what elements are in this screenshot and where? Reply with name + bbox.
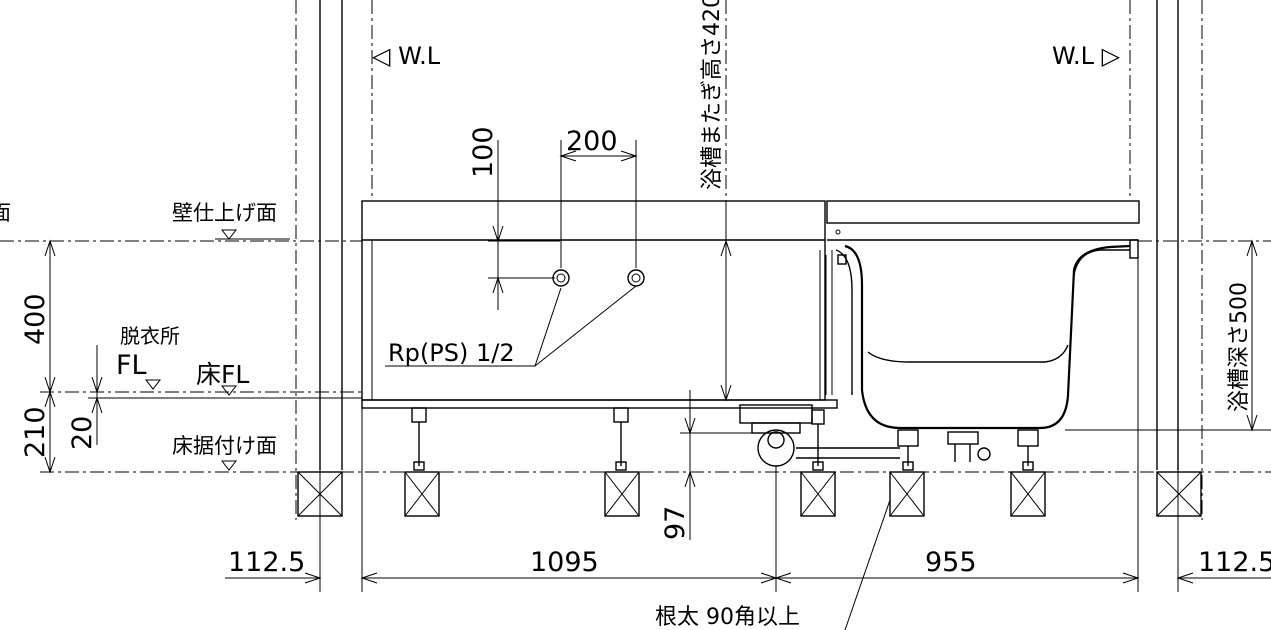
dim-955: 955 (925, 547, 977, 578)
bathtub-apron (361, 200, 838, 409)
joist-box (404, 471, 440, 517)
rp-label: Rp(PS) 1/2 (388, 339, 515, 367)
joist-box (604, 471, 640, 517)
fl-label: FL (116, 350, 147, 381)
joist-label: 根太 90角以上 (655, 605, 800, 630)
dim-210: 210 (20, 406, 51, 458)
bathtub-basin (835, 229, 1131, 430)
dim-100: 100 (468, 126, 499, 178)
floor-install-label: 床据付け面 (172, 434, 277, 458)
wall-finish-label: 壁仕上げ面 (172, 201, 277, 225)
dim-400: 400 (20, 293, 51, 345)
joist-box (1010, 471, 1046, 517)
floor-joists (297, 471, 1202, 517)
datsui-label: 脱衣所 (120, 324, 180, 348)
joist-box (1156, 471, 1202, 517)
tub-depth-label: 浴槽深さ500 (1227, 282, 1252, 412)
support-legs (411, 407, 1039, 471)
reference-lines (0, 240, 1271, 473)
dimension-lines (44, 140, 1271, 630)
dim-97: 97 (660, 506, 691, 540)
dim-1095: 1095 (530, 547, 599, 578)
wl-right-label: W.L ▷ (1052, 42, 1121, 70)
wall-lines (295, 0, 1203, 520)
joist-box (800, 471, 836, 517)
wl-left-label: ◁ W.L (372, 42, 441, 70)
faucet-fittings (552, 269, 645, 287)
floor-fl-label: 床FL (196, 360, 249, 389)
dim-112-right: 112.5 (1198, 547, 1271, 578)
bathtub-rim (826, 200, 1140, 276)
tub-height-label: 浴槽またぎ高さ420 (700, 0, 725, 190)
men-label: 面 (0, 201, 11, 225)
dim-112-left: 112.5 (228, 547, 305, 578)
dim-200: 200 (566, 126, 618, 157)
drain-trap (739, 404, 991, 467)
dim-20: 20 (67, 416, 98, 450)
joist-box (889, 471, 925, 517)
